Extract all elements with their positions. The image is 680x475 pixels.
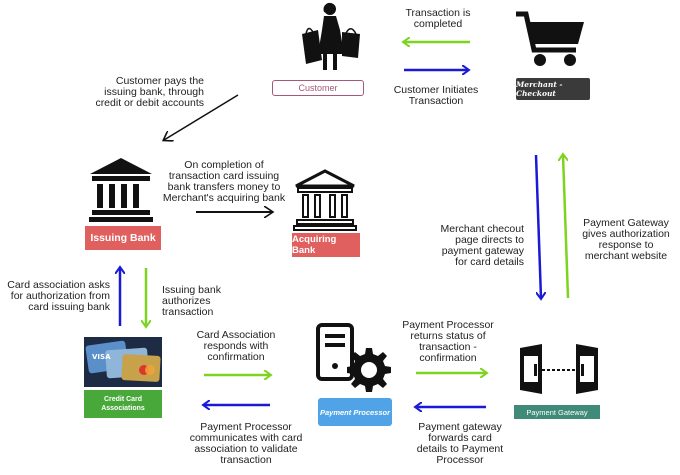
shopper-icon [302, 2, 360, 70]
issuing-bank-label-text: Issuing Bank [90, 232, 156, 244]
arrow-gateway-response [563, 155, 570, 299]
credit-card-associations-label-text: Credit Card Associations [101, 396, 145, 412]
customer-label-text: Customer [298, 83, 338, 93]
customer-label: Customer [272, 80, 364, 96]
gateway-doors-icon [520, 344, 598, 394]
bank-outline-icon [293, 169, 357, 231]
merchant-label-text: Merchant - Checkout [516, 80, 563, 98]
bank-building-icon [89, 158, 153, 222]
arrow-customer-pays [164, 94, 239, 140]
server-gear-icon [316, 323, 391, 392]
svg-text:VISA: VISA [92, 353, 111, 361]
payment-gateway-label: Payment Gateway [514, 405, 600, 419]
acquiring-bank-label-text: Acquiring Bank [292, 234, 337, 256]
payment-processor-label: Payment Processor [318, 398, 392, 426]
merchant-label: Merchant - Checkout [516, 78, 590, 100]
payment-processor-label-text: Payment Processor [319, 407, 391, 417]
payment-gateway-label-text: Payment Gateway [526, 407, 588, 417]
credit-cards-image: VISA [84, 337, 162, 387]
credit-card-associations-label: Credit Card Associations [84, 390, 162, 418]
acquiring-bank-label: Acquiring Bank [292, 233, 360, 257]
issuing-bank-label: Issuing Bank [85, 226, 161, 250]
shopping-cart-icon [516, 11, 584, 66]
arrow-merchant-directs [534, 154, 541, 298]
